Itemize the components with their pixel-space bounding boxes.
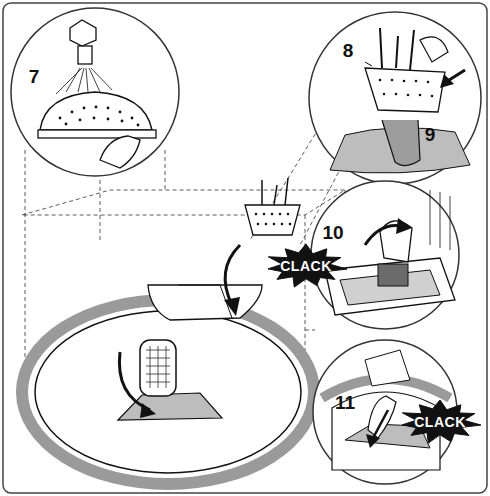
clack-burst: [402, 400, 481, 443]
callout-number: 11: [335, 393, 355, 412]
callout-number: 8: [343, 41, 354, 60]
callout-number: 9: [425, 125, 436, 144]
sound-label: CLACK: [280, 259, 332, 273]
callout-number: 7: [29, 67, 40, 86]
clack-burst: [268, 244, 347, 287]
sound-label: CLACK: [414, 415, 466, 429]
callout-number: 10: [322, 223, 343, 242]
